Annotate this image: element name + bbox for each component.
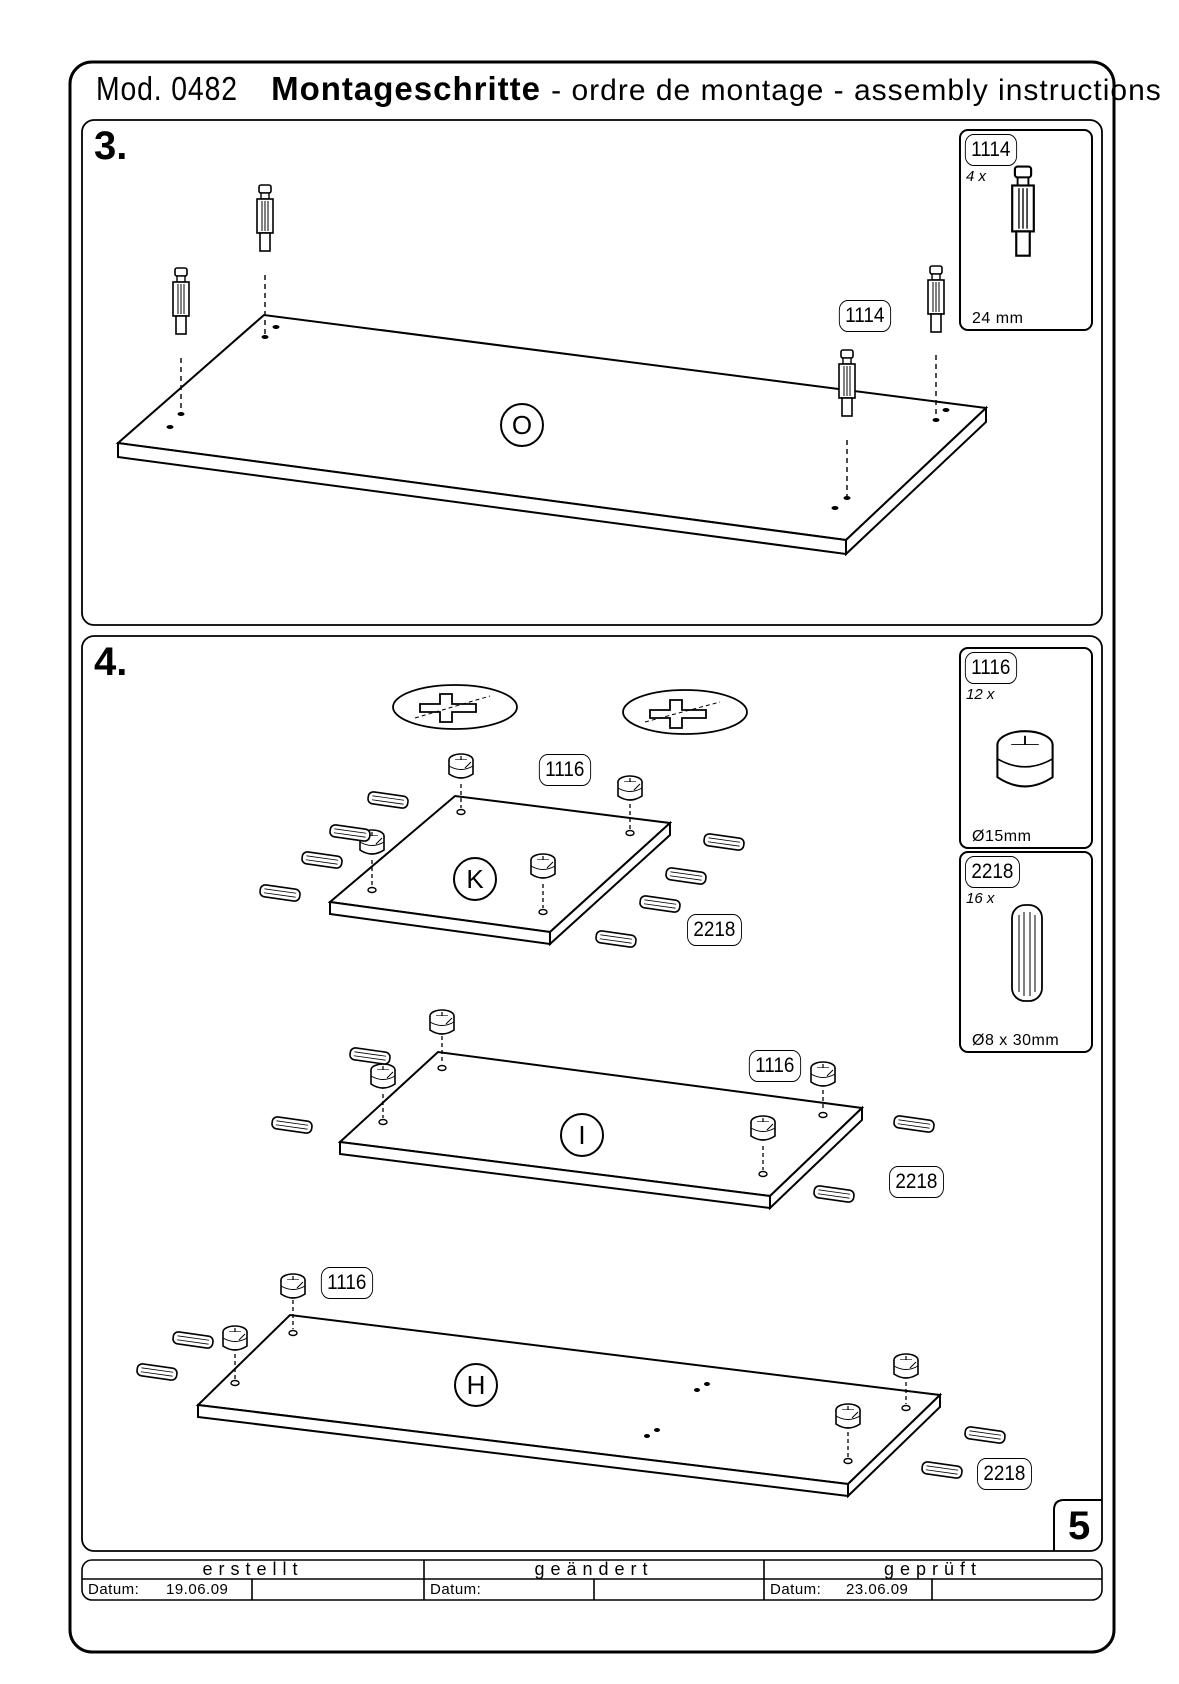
panel-o-label: O — [500, 403, 544, 447]
footer-changed-date-label: Datum: — [430, 1581, 481, 1598]
page-number: 5 — [1068, 1504, 1090, 1549]
panel-i-label: I — [560, 1113, 604, 1157]
inset-2218-qty: 16 x — [966, 890, 994, 907]
panel-i-cam-callout: 1116 — [749, 1050, 801, 1082]
header-title: Montageschritte — [271, 70, 541, 107]
dowel-inset-drawing — [1012, 905, 1042, 1001]
cam-top-view-left — [393, 685, 517, 729]
panel-i-dowel-callout: 2218 — [889, 1166, 944, 1198]
panel-k-dowel-callout: 2218 — [687, 914, 742, 946]
footer-created-header: erstellt — [82, 1559, 424, 1580]
panel-o-drawing — [118, 185, 986, 554]
step3-callout-1114: 1114 — [839, 300, 891, 332]
panel-h-cam-callout: 1116 — [321, 1267, 373, 1299]
footer-created-date-label: Datum: — [88, 1581, 139, 1598]
inset-2218-dimension: Ø8 x 30mm — [972, 1032, 1059, 1050]
inset-1114-part: 1114 — [965, 134, 1017, 166]
model-number: Mod. 0482 — [96, 70, 238, 108]
panel-k-drawing — [259, 754, 744, 948]
footer-created-date: 19.06.09 — [166, 1581, 228, 1598]
panel-h-label: H — [454, 1363, 498, 1407]
panel-h-drawing — [136, 1274, 1005, 1496]
footer-changed-header: geändert — [424, 1559, 764, 1580]
cam-top-view-right — [623, 690, 747, 734]
inset-1116-dimension: Ø15mm — [972, 828, 1031, 846]
header-subtitle: - ordre de montage - assembly instructio… — [551, 74, 1162, 107]
step4-number: 4. — [94, 640, 127, 685]
step3-number: 3. — [94, 124, 127, 169]
panel-h-dowel-callout: 2218 — [977, 1458, 1032, 1490]
panel-i-drawing — [271, 1010, 934, 1208]
footer-checked-date-label: Datum: — [770, 1581, 821, 1598]
panel-k-cam-callout: 1116 — [539, 754, 591, 786]
footer-checked-header: geprüft — [764, 1559, 1102, 1580]
footer-checked-date: 23.06.09 — [846, 1581, 908, 1598]
inset-1116-qty: 12 x — [966, 686, 994, 703]
inset-1114-dimension: 24 mm — [972, 310, 1023, 328]
document-header: Mod. 0482 Montageschritte - ordre de mon… — [96, 70, 1162, 118]
inset-1114-qty: 4 x — [966, 168, 986, 185]
inset-2218-part: 2218 — [965, 856, 1020, 888]
panel-k-label: K — [453, 857, 497, 901]
inset-1116-part: 1116 — [965, 652, 1017, 684]
